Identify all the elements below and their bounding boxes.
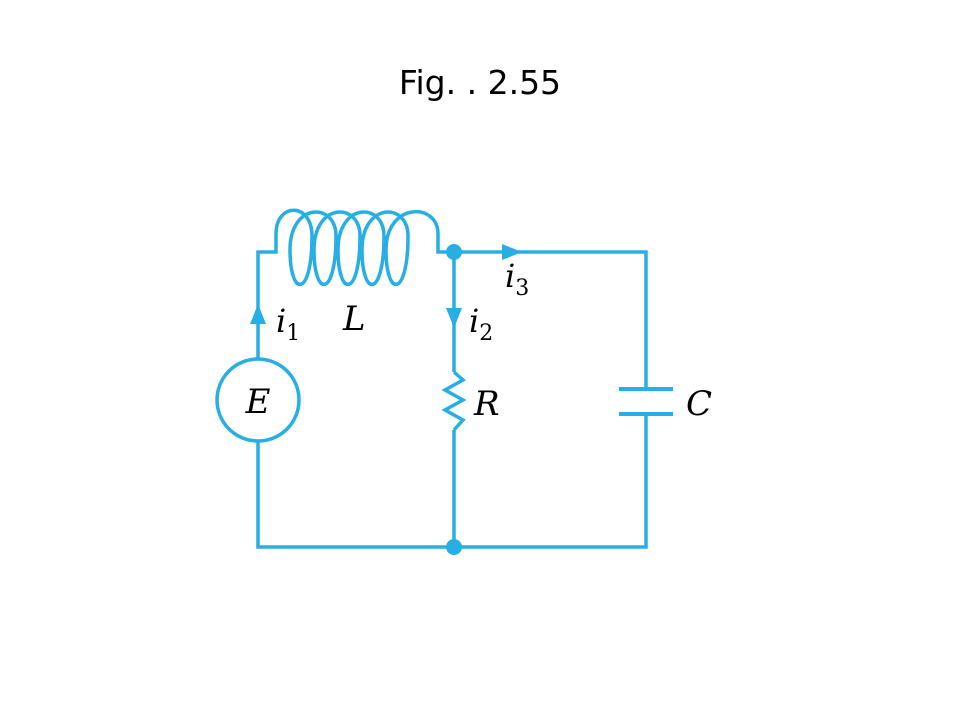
current-symbol-i2: i [469, 302, 479, 340]
capacitor-label: C [686, 384, 712, 424]
current-subscript-i2: 2 [479, 321, 493, 346]
inductor-coil [274, 208, 440, 286]
current-label-i3: i3 [505, 257, 529, 301]
current-label-i1: i1 [276, 302, 300, 346]
current-subscript-i3: 3 [515, 276, 529, 301]
resistor-label: R [473, 384, 500, 424]
junction-dot-bottom [446, 539, 462, 555]
current-symbol-i3: i [505, 257, 515, 295]
voltage-source-circle [215, 357, 301, 443]
wire-bottom-right [454, 414, 648, 549]
inductor-label: L [342, 299, 366, 339]
current-arrow-i3 [502, 244, 522, 260]
figure-title: Fig. . 2.55 [398, 63, 562, 102]
source-label: E [245, 382, 271, 422]
wire-left-top [256, 234, 278, 358]
wire-bottom-left [256, 441, 454, 549]
current-label-i2: i2 [469, 302, 493, 346]
current-symbol-i1: i [276, 302, 286, 340]
resistor-zigzag [441, 370, 467, 432]
junction-dot-top [446, 244, 462, 260]
current-subscript-i1: 1 [286, 321, 300, 346]
current-arrow-i1 [250, 304, 266, 324]
current-arrow-i2 [446, 308, 462, 328]
